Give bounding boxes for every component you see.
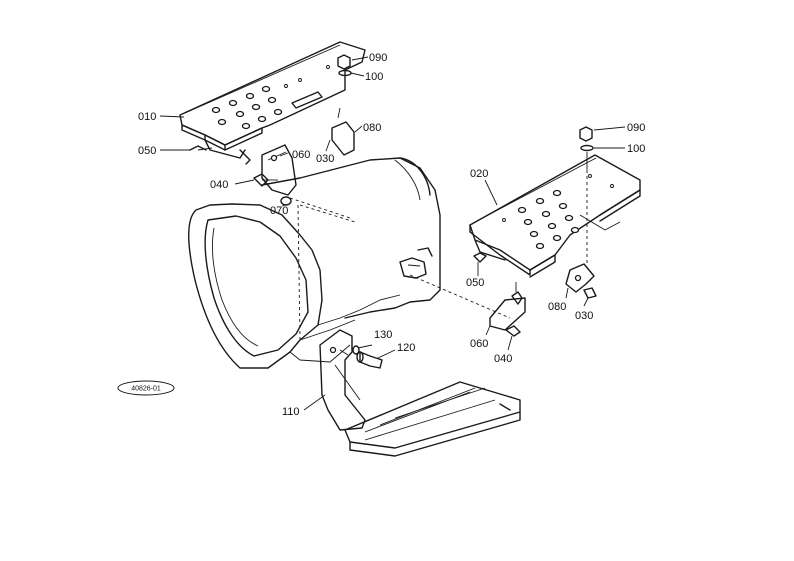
step-tread [344,381,521,457]
bracket-left-080 [331,107,355,156]
step-plate-left [179,41,366,165]
label-040-left: 040 [210,179,228,191]
label-120: 120 [397,342,415,354]
plate-slot [291,91,323,109]
label-100-right: 100 [627,143,645,155]
label-090-left: 090 [369,52,387,64]
bolt-right-030 [583,287,597,299]
drawing-number-badge: 40826-01 [117,380,175,396]
transmission-housing [188,157,441,369]
label-040-right: 040 [494,353,512,365]
label-050-right: 050 [466,277,484,289]
screw-right-050 [473,252,487,263]
step-plate-right-holes [502,174,614,250]
label-130: 130 [374,329,392,341]
bolt-left-040 [253,173,278,187]
label-090-right: 090 [627,122,645,134]
label-100-left: 100 [365,71,383,83]
bolt-left-070 [280,196,292,206]
label-110: 110 [282,406,300,418]
label-050-left: 050 [138,145,156,157]
washer-130 [352,345,360,355]
label-070: 070 [270,205,288,217]
bracket-right-080 [565,263,595,293]
bracket-left-060 [261,144,297,196]
screw-left-050 [189,145,213,151]
part-labels: 090 100 010 080 050 060 030 040 070 090 … [138,52,645,418]
bracket-right-060 [489,282,526,331]
label-060-right: 060 [470,338,488,350]
label-030-left: 030 [316,153,334,165]
label-030-right: 030 [575,310,593,322]
leader-lines [159,56,626,411]
bolt-120 [356,351,383,369]
step-bracket [319,329,366,431]
bolt-right-040 [505,325,521,337]
reference-line [409,274,511,319]
label-080-left: 080 [363,122,381,134]
label-020: 020 [470,168,488,180]
label-080-right: 080 [548,301,566,313]
step-plate-right [469,154,641,278]
step-plate-left-holes [211,65,330,130]
nut-washer-right [579,126,594,265]
label-060-left: 060 [292,149,310,161]
label-010: 010 [138,111,156,123]
drawing-number: 40826-01 [131,386,161,393]
reference-line-vertical [297,204,301,341]
